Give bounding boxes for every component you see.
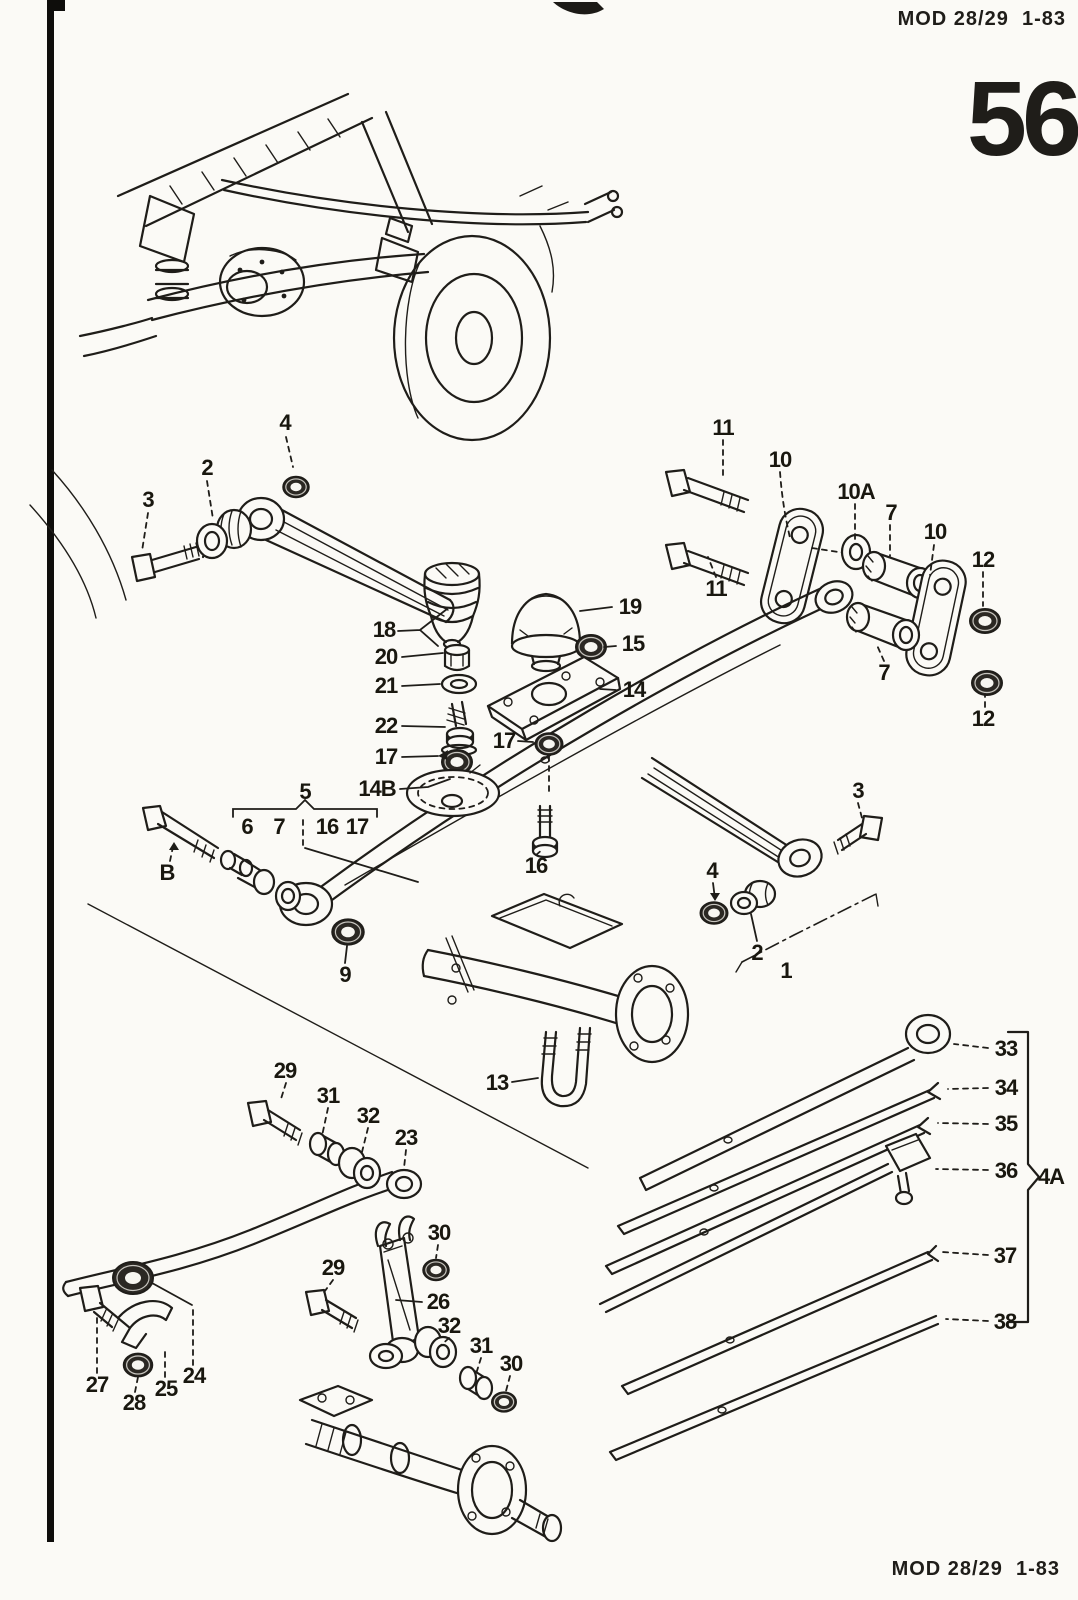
nut-30-lower — [491, 1391, 517, 1413]
bushing-7-bottom — [847, 603, 919, 650]
scan-edge-bar — [47, 0, 54, 1542]
page-footer: MOD 28/29 1-83 — [891, 1558, 1060, 1580]
page-header: MOD 28/29 1-83 — [897, 8, 1066, 30]
bump-stop-18 — [424, 563, 479, 648]
buffer-cone-19 — [512, 594, 580, 671]
link-26 — [370, 1217, 419, 1368]
bolt-3-left-head — [132, 554, 155, 581]
group5-hardware — [143, 806, 365, 946]
bushing-2-right — [731, 881, 775, 914]
bolt-B-head — [143, 806, 166, 830]
nut-9 — [331, 918, 365, 946]
stabilizer-hardware-upper — [248, 1101, 380, 1188]
clamp-25 — [118, 1301, 172, 1328]
sleeve-31-upper — [310, 1133, 344, 1165]
nut-30-upper — [422, 1258, 450, 1282]
leader-lines — [97, 437, 988, 1392]
scan-smudge — [553, 2, 604, 15]
nut-12-bottom — [971, 670, 1003, 696]
chapter-number: 56 — [967, 60, 1078, 178]
trailing-arm-upper — [132, 475, 453, 622]
washer-21 — [442, 675, 476, 693]
stabilizer-bar — [63, 1170, 421, 1378]
bolt-11-top-head — [666, 470, 690, 496]
shackle-plate-10-left — [757, 504, 828, 627]
nut-4-right — [699, 901, 729, 925]
bolt-16-center — [533, 806, 557, 857]
trailing-arm-lower — [642, 758, 882, 972]
leaf-stack — [600, 1015, 1039, 1460]
bolt-22 — [442, 702, 476, 755]
bracket-4A — [1008, 1032, 1039, 1322]
axle-stub — [300, 1386, 561, 1541]
cylinder-20 — [445, 645, 469, 670]
bolt-11-bottom-head — [666, 543, 690, 569]
u-bolt-13 — [542, 1028, 591, 1106]
nut-28 — [122, 1352, 154, 1378]
nut-12-top — [969, 608, 1001, 634]
bracket-line-1 — [742, 894, 876, 962]
bushing-32-lower — [415, 1327, 456, 1367]
retainer-14B — [407, 765, 499, 816]
nut-15 — [575, 634, 607, 660]
scan-edge-nub — [52, 0, 65, 11]
construction-lines — [88, 904, 588, 1168]
assembled-overview — [30, 94, 622, 618]
nut-17-right — [534, 732, 564, 756]
shackle-plate-10-right — [902, 557, 969, 680]
nut-4-left — [282, 475, 310, 499]
bolt-29-lower-head — [306, 1290, 329, 1315]
bar-eye-23 — [387, 1170, 421, 1198]
plate-14 — [488, 657, 620, 740]
main-leaf-spring — [280, 576, 857, 925]
bushing-24 — [113, 1262, 153, 1294]
bolt-27-head — [80, 1286, 103, 1311]
axle-center — [423, 894, 688, 1062]
bushing-32-upper — [339, 1148, 380, 1188]
